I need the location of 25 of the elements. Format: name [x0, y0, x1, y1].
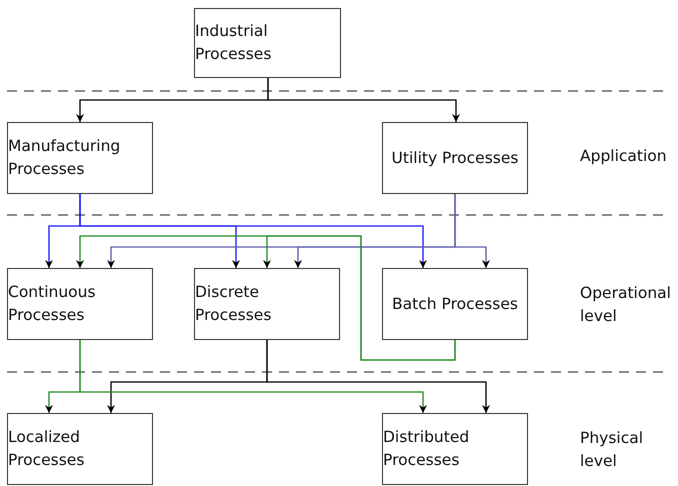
arrow — [79, 194, 427, 268]
node-label: Utility Processes — [392, 148, 518, 168]
node-label: Distributed Processes — [383, 427, 470, 471]
node-label: Continuous Processes — [8, 282, 97, 326]
process-box — [382, 122, 528, 194]
level-label: Physical level — [580, 428, 644, 472]
level-label: Application — [580, 146, 668, 167]
node-label: Industrial Processes — [195, 21, 272, 65]
node-label: Discrete Processes — [195, 282, 272, 326]
arrow — [454, 194, 490, 268]
node-label: Batch Processes — [392, 294, 518, 314]
arrow — [79, 340, 427, 413]
arrow — [266, 340, 490, 413]
process-box — [194, 268, 340, 340]
process-box — [382, 268, 528, 340]
process-box — [7, 268, 153, 340]
node-label: Manufacturing Processes — [8, 136, 122, 180]
process-box — [7, 122, 153, 194]
arrow — [267, 78, 460, 122]
level-label: Operational level — [580, 283, 672, 327]
process-box — [194, 8, 341, 78]
arrow — [263, 235, 456, 361]
process-box — [7, 413, 153, 485]
process-box — [382, 413, 528, 485]
node-label: Localized Processes — [8, 427, 86, 471]
